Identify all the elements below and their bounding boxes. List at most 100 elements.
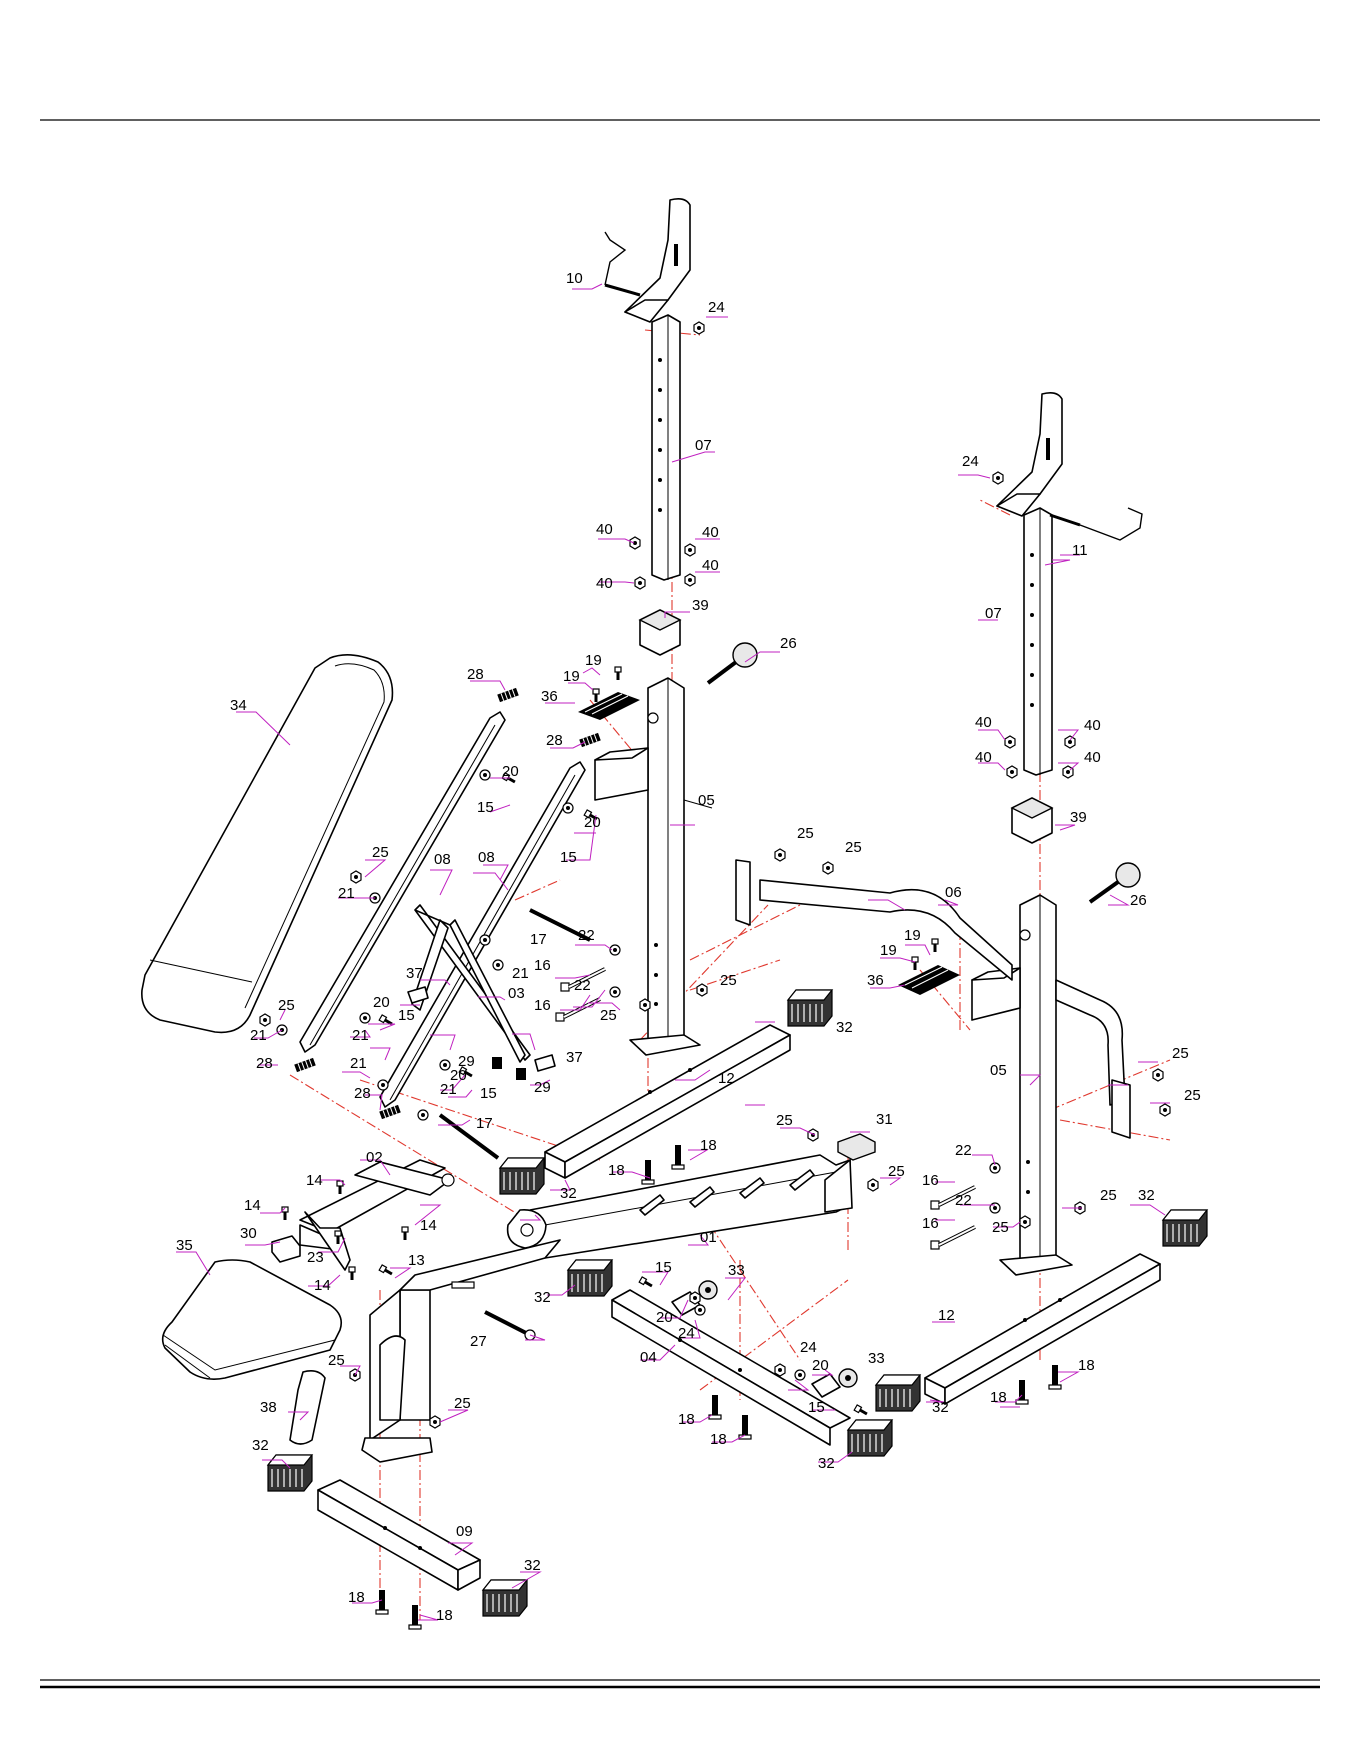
end-cap-part-28-d [378,1104,402,1120]
part-label-17: 17 [476,1115,493,1132]
part-label-34: 34 [230,697,247,714]
part-label-17: 17 [530,931,547,948]
part-label-29: 29 [534,1079,551,1096]
part-label-27: 27 [470,1333,487,1350]
part-label-25: 25 [372,844,389,861]
safety-hook-part-10 [604,231,641,297]
part-label-20: 20 [584,814,601,831]
plug-part-30 [271,1235,301,1263]
end-cap-part-28-a [496,687,520,703]
plug-part-31 [837,1133,876,1161]
scissor-support-part-03 [411,904,531,1063]
part-label-32: 32 [534,1289,551,1306]
part-label-08: 08 [478,849,495,866]
part-label-38: 38 [260,1399,277,1416]
part-label-04: 04 [640,1349,657,1366]
part-label-36: 36 [541,688,558,705]
part-label-20: 20 [656,1309,673,1326]
part-label-21: 21 [338,885,355,902]
part-label-15: 15 [480,1085,497,1102]
part-label-18: 18 [678,1411,695,1428]
part-label-19: 19 [904,927,921,944]
part-label-40: 40 [596,521,613,538]
bar-rail-left-part-08 [299,711,506,1053]
part-label-33: 33 [728,1262,745,1279]
part-label-21: 21 [352,1027,369,1044]
part-label-21: 21 [440,1081,457,1098]
part-label-21: 21 [350,1055,367,1072]
part-label-40: 40 [596,575,613,592]
part-label-13: 13 [408,1252,425,1269]
part-label-18: 18 [436,1607,453,1624]
upper-post-left-part-07 [624,198,691,581]
part-label-29: 29 [458,1053,475,1070]
part-label-28: 28 [467,666,484,683]
end-cap-part-28-b [578,732,602,748]
middle-base-part-04 [611,1289,851,1446]
part-label-18: 18 [608,1162,625,1179]
seat-support-tube [361,1239,561,1463]
part-label-28: 28 [256,1055,273,1072]
part-label-24: 24 [800,1339,817,1356]
part-label-24: 24 [962,453,979,470]
upright-left-part-05 [594,677,713,1056]
part-label-20: 20 [502,763,519,780]
part-label-03: 03 [508,985,525,1002]
part-label-40: 40 [975,714,992,731]
part-label-09: 09 [456,1523,473,1540]
part-label-28: 28 [354,1085,371,1102]
end-plug-part-39-right [1010,797,1054,844]
part-label-23: 23 [307,1249,324,1266]
part-label-16: 16 [922,1172,939,1189]
part-label-39: 39 [1070,809,1087,826]
part-label-18: 18 [700,1137,717,1154]
main-frame-part-01 [506,1154,853,1259]
part-label-16: 16 [534,957,551,974]
wheel-part-33-b [838,1368,858,1388]
part-label-19: 19 [880,942,897,959]
part-labels: 10 24 07 40 40 40 40 39 26 19 19 28 36 3… [176,270,1201,1624]
part-label-40: 40 [975,749,992,766]
wheel-part-33-a [698,1280,718,1300]
end-plug-part-39-left [638,609,682,656]
part-label-12: 12 [938,1307,955,1324]
front-base-left-part-12 [544,1024,791,1179]
part-label-25: 25 [797,825,814,842]
part-label-32: 32 [1138,1187,1155,1204]
back-pad-part-34 [141,654,394,1034]
part-label-25: 25 [845,839,862,856]
part-label-39: 39 [692,597,709,614]
part-label-07: 07 [695,437,712,454]
part-label-25: 25 [720,972,737,989]
part-label-40: 40 [1084,749,1101,766]
part-label-16: 16 [534,997,551,1014]
part-label-25: 25 [600,1007,617,1024]
safety-hook-part-11 [1049,507,1143,541]
part-label-32: 32 [252,1437,269,1454]
part-label-32: 32 [524,1557,541,1574]
part-label-08: 08 [434,851,451,868]
front-base-right-part-12 [924,1253,1161,1405]
part-label-24: 24 [708,299,725,316]
part-label-05: 05 [990,1062,1007,1079]
part-label-20: 20 [450,1067,467,1084]
part-label-26: 26 [1130,892,1147,909]
knob-part-26-left [706,642,758,685]
part-label-10: 10 [566,270,583,287]
part-label-25: 25 [888,1163,905,1180]
part-label-01: 01 [700,1229,717,1246]
rubber-plate-part-36-left [578,692,640,720]
part-label-18: 18 [990,1389,1007,1406]
part-label-32: 32 [836,1019,853,1036]
seat-bracket-part-02 [299,1159,455,1271]
part-label-25: 25 [1100,1187,1117,1204]
rear-base-part-09 [317,1479,481,1591]
part-label-33: 33 [868,1350,885,1367]
part-label-11: 11 [1072,542,1088,559]
part-label-25: 25 [1184,1087,1201,1104]
part-label-28: 28 [546,732,563,749]
part-label-18: 18 [1078,1357,1095,1374]
part-label-06: 06 [945,884,962,901]
long-bolt-parts-16-17 [438,908,977,1341]
part-label-14: 14 [314,1277,331,1294]
